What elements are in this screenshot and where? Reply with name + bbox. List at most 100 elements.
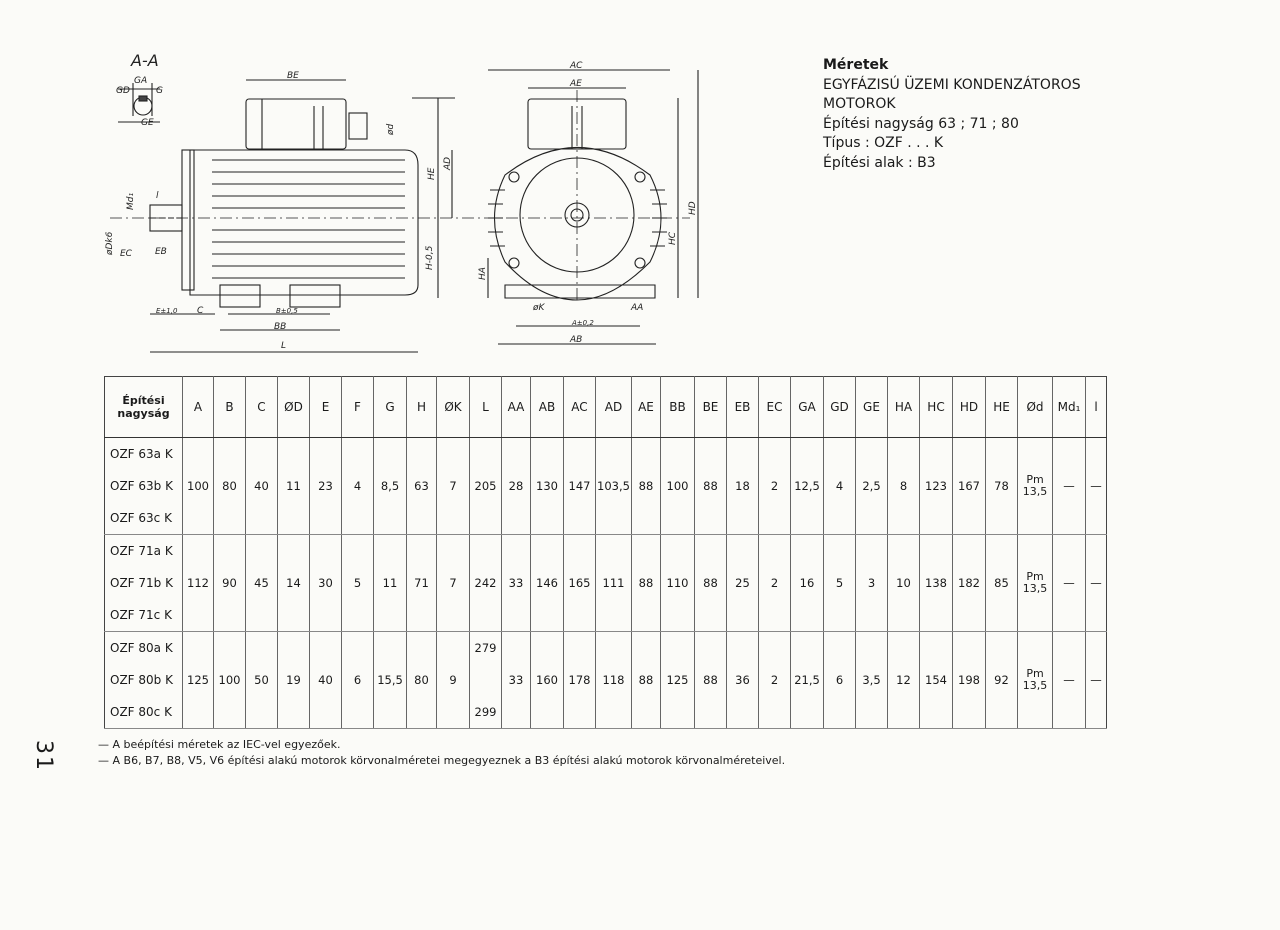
column-header: B	[213, 376, 246, 438]
size-name-cell: OZF 71a K	[104, 534, 183, 567]
value-cell	[758, 534, 791, 567]
size-name-cell: OZF 63b K	[104, 470, 183, 502]
value-cell	[952, 534, 986, 567]
column-header: L	[469, 376, 502, 438]
value-cell	[406, 437, 437, 470]
value-cell: 78	[985, 470, 1018, 502]
motor-body-side	[189, 149, 419, 296]
column-header: HE	[985, 376, 1018, 438]
value-cell: 125	[660, 664, 695, 696]
label-section: A-A	[130, 51, 159, 70]
value-cell	[373, 534, 407, 567]
value-cell	[1085, 696, 1107, 729]
value-cell: 8,5	[373, 470, 407, 502]
value-cell	[1017, 631, 1053, 664]
svg-text:EC: EC	[120, 249, 133, 259]
value-cell	[530, 437, 564, 470]
value-cell	[790, 437, 824, 470]
value-cell	[660, 696, 695, 729]
value-cell	[919, 696, 953, 729]
value-cell	[245, 631, 278, 664]
value-cell: 15,5	[373, 664, 407, 696]
column-header: HA	[887, 376, 920, 438]
value-cell: 88	[694, 664, 727, 696]
size-name-cell: OZF 80c K	[104, 696, 183, 729]
column-header: AB	[530, 376, 564, 438]
value-cell	[245, 437, 278, 470]
column-header: ØK	[436, 376, 470, 438]
column-header: AD	[595, 376, 632, 438]
column-header: AA	[501, 376, 531, 438]
value-cell	[887, 437, 920, 470]
value-cell	[182, 502, 214, 535]
value-cell	[919, 534, 953, 567]
size-name-cell: OZF 80b K	[104, 664, 183, 696]
header-line: EGYFÁZISÚ ÜZEMI KONDENZÁTOROS	[823, 76, 1081, 93]
column-header: BB	[660, 376, 695, 438]
value-cell	[1052, 599, 1086, 632]
svg-text:E±1,0: E±1,0	[156, 307, 178, 315]
header-block: Méretek EGYFÁZISÚ ÜZEMI KONDENZÁTOROS MO…	[823, 56, 1081, 173]
value-cell: 80	[213, 470, 246, 502]
value-cell: 205	[469, 470, 502, 502]
table-row: OZF 71c K	[104, 599, 1107, 632]
value-cell	[1085, 534, 1107, 567]
value-cell	[469, 664, 502, 696]
value-cell	[985, 534, 1018, 567]
value-cell	[436, 599, 470, 632]
value-cell	[501, 437, 531, 470]
value-cell	[373, 599, 407, 632]
svg-text:GE: GE	[141, 118, 154, 128]
value-cell: 279	[469, 631, 502, 664]
value-cell	[406, 502, 437, 535]
header-line: Építési nagyság 63 ; 71 ; 80	[823, 115, 1019, 132]
value-cell: 100	[182, 470, 214, 502]
value-cell	[595, 696, 632, 729]
value-cell	[406, 696, 437, 729]
value-cell	[660, 534, 695, 567]
svg-text:l: l	[156, 191, 159, 201]
value-cell: 138	[919, 567, 953, 599]
value-cell: 5	[341, 567, 374, 599]
value-cell	[213, 631, 246, 664]
value-cell	[595, 631, 632, 664]
value-cell	[563, 534, 596, 567]
size-name-cell: OZF 80a K	[104, 631, 183, 664]
value-cell: 3,5	[855, 664, 888, 696]
value-cell	[469, 437, 502, 470]
value-cell	[530, 696, 564, 729]
value-cell	[182, 599, 214, 632]
page-number: 31	[31, 740, 56, 772]
value-cell: 12,5	[790, 470, 824, 502]
value-cell: 88	[631, 470, 661, 502]
value-cell	[1052, 534, 1086, 567]
notes: — A beépítési méretek az IEC-vel egyezőe…	[98, 737, 785, 769]
column-header: F	[341, 376, 374, 438]
value-cell	[341, 631, 374, 664]
value-cell	[245, 534, 278, 567]
value-cell	[1085, 502, 1107, 535]
value-cell: 4	[341, 470, 374, 502]
value-cell	[213, 534, 246, 567]
value-cell	[1052, 696, 1086, 729]
value-cell	[501, 534, 531, 567]
value-cell	[1017, 437, 1053, 470]
value-cell: 36	[726, 664, 759, 696]
value-cell	[855, 502, 888, 535]
value-cell	[823, 599, 856, 632]
value-cell	[595, 437, 632, 470]
value-cell	[469, 599, 502, 632]
column-header: G	[373, 376, 407, 438]
value-cell: 160	[530, 664, 564, 696]
value-cell: 111	[595, 567, 632, 599]
value-cell	[530, 534, 564, 567]
value-cell	[631, 534, 661, 567]
value-cell: 167	[952, 470, 986, 502]
value-cell	[182, 437, 214, 470]
value-cell	[1017, 599, 1053, 632]
value-cell	[436, 437, 470, 470]
value-cell	[182, 696, 214, 729]
